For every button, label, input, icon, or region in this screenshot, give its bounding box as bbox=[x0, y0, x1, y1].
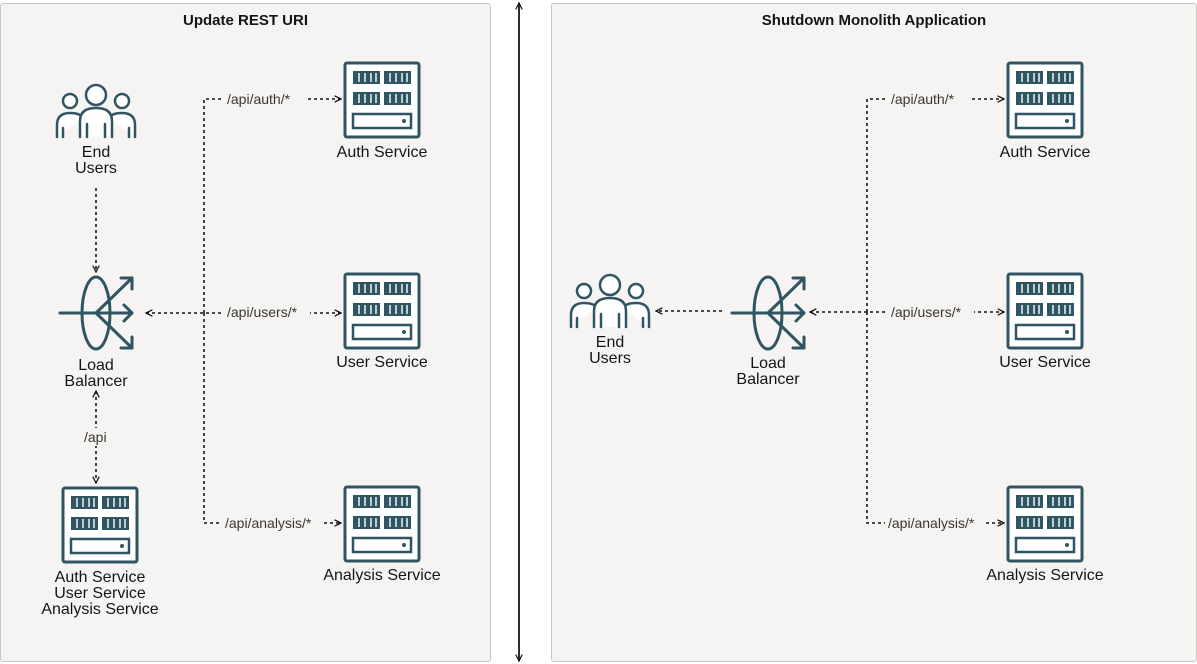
path-label-analysis: /api/analysis/* bbox=[225, 515, 312, 531]
analysis-service-label: Analysis Service bbox=[323, 567, 441, 584]
connector-lb-auth-service bbox=[203, 99, 341, 313]
load-balancer-icon bbox=[58, 275, 134, 351]
server-icon bbox=[1006, 272, 1084, 350]
monolith-label: Auth Service User Service Analysis Servi… bbox=[41, 569, 159, 618]
load-balancer-icon bbox=[730, 275, 806, 351]
auth-service-label: Auth Service bbox=[999, 144, 1091, 161]
users-group-icon bbox=[569, 273, 651, 329]
user-service-label: User Service bbox=[999, 354, 1091, 371]
path-label-api: /api bbox=[84, 429, 107, 445]
connector-lb-auth-service bbox=[866, 99, 1004, 312]
load-balancer-label: Load Balancer bbox=[736, 355, 800, 388]
server-icon bbox=[61, 486, 139, 564]
server-icon bbox=[1006, 61, 1084, 139]
panel-title: Update REST URI bbox=[182, 12, 308, 29]
path-label-users: /api/users/* bbox=[891, 304, 962, 320]
auth-service-label: Auth Service bbox=[336, 144, 428, 161]
load-balancer-label: Load Balancer bbox=[64, 357, 128, 390]
panel-title: Shutdown Monolith Application bbox=[761, 12, 987, 29]
server-icon bbox=[343, 485, 421, 563]
end-users-label: End Users bbox=[75, 144, 117, 177]
user-service-label: User Service bbox=[336, 354, 428, 371]
users-group-icon bbox=[55, 83, 137, 139]
end-users-label: End Users bbox=[589, 334, 631, 367]
analysis-service-label: Analysis Service bbox=[986, 567, 1104, 584]
path-label-auth: /api/auth/* bbox=[227, 91, 291, 107]
connector-lb-analysis-service bbox=[203, 313, 341, 523]
path-label-analysis: /api/analysis/* bbox=[888, 515, 975, 531]
server-icon bbox=[343, 272, 421, 350]
connector-lb-analysis-service bbox=[866, 312, 1004, 523]
path-label-users: /api/users/* bbox=[227, 304, 298, 320]
path-label-auth: /api/auth/* bbox=[891, 91, 955, 107]
server-icon bbox=[1006, 485, 1084, 563]
shutdown-monolith-panel: Shutdown Monolith Application bbox=[551, 3, 1197, 662]
server-icon bbox=[343, 61, 421, 139]
